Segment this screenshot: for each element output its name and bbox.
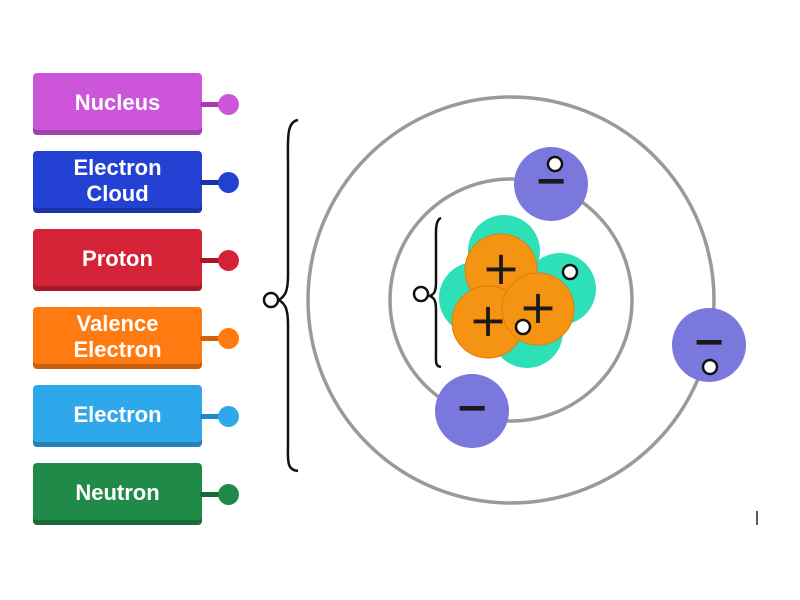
connector-nucleus: [200, 102, 226, 107]
label-card-valence-electron[interactable]: Valence Electron: [33, 307, 202, 369]
drag-handle-electron-cloud[interactable]: [218, 172, 239, 193]
electron-right: [672, 308, 746, 382]
electron-sign: −: [692, 319, 726, 365]
proton-sign: +: [469, 293, 508, 347]
target-neutron[interactable]: [561, 263, 579, 281]
drag-handle-nucleus[interactable]: [218, 94, 239, 115]
outer-orbit: [306, 95, 716, 505]
label-card-electron[interactable]: Electron: [33, 385, 202, 447]
connector-proton: [200, 258, 226, 263]
electron-top: [514, 147, 588, 221]
label-text-proton: Proton: [82, 245, 153, 271]
proton-cluster: + + +: [451, 233, 575, 359]
target-electron-cloud[interactable]: [262, 291, 280, 309]
label-card-neutron[interactable]: Neutron: [33, 463, 202, 525]
target-nucleus[interactable]: [412, 285, 430, 303]
inner-orbit: [388, 177, 634, 423]
label-text-valence-electron: Valence Electron: [73, 310, 162, 362]
connector-electron-cloud: [200, 180, 226, 185]
electron-bottom-left: [435, 374, 509, 448]
label-text-neutron: Neutron: [75, 479, 160, 505]
label-card-nucleus[interactable]: Nucleus: [33, 73, 202, 135]
connector-neutron: [200, 492, 226, 497]
label-card-proton[interactable]: Proton: [33, 229, 202, 291]
target-electron[interactable]: [701, 358, 719, 376]
drag-handle-valence-electron[interactable]: [218, 328, 239, 349]
label-text-nucleus: Nucleus: [74, 89, 161, 115]
drag-handle-neutron[interactable]: [218, 484, 239, 505]
connector-electron: [200, 414, 226, 419]
target-valence-electron[interactable]: [546, 155, 564, 173]
label-card-electron-cloud[interactable]: Electron Cloud: [33, 151, 202, 213]
connector-valence-electron: [200, 336, 226, 341]
label-text-electron: Electron: [73, 401, 162, 427]
nucleus-brace: [427, 216, 442, 369]
drag-handle-electron[interactable]: [218, 406, 239, 427]
electron-sign: −: [455, 385, 489, 431]
target-proton[interactable]: [514, 318, 532, 336]
drag-handle-proton[interactable]: [218, 250, 239, 271]
label-text-electron-cloud: Electron Cloud: [73, 154, 162, 206]
electron-cloud-brace: [276, 118, 299, 473]
